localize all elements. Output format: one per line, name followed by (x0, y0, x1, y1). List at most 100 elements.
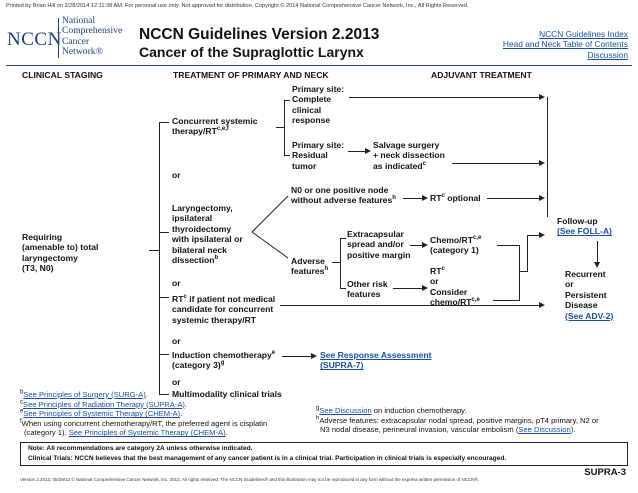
fn-c-link[interactable]: See Principles of Radiation Therapy (SUP… (23, 399, 185, 409)
guidelines-index-link[interactable]: NCCN Guidelines Index (539, 29, 628, 39)
rt-nc-line-1a: RT (172, 294, 184, 304)
logo-word-comprehensive: Comprehensive (62, 25, 123, 37)
recurrent-node: Recurrent or Persistent Disease (See ADV… (565, 269, 613, 321)
chemo-rt-sup: c,e (472, 235, 482, 242)
logo-word-network: Network® (62, 46, 103, 58)
or-label-2: or (172, 278, 181, 288)
recurrent-link[interactable]: (See ADV-2) (565, 310, 614, 321)
or-label-3: or (172, 336, 181, 346)
column-header-staging: CLINICAL STAGING (22, 70, 103, 80)
recurrent-line-3: Persistent (565, 289, 607, 300)
response-assessment-link-block: See Response Assessment (SUPRA-7) (320, 350, 431, 371)
recurrent-line-1: Recurrent (565, 269, 606, 279)
page-subtitle: Cancer of the Supraglottic Larynx (139, 44, 364, 60)
residual-line-3: tumor (292, 160, 317, 171)
response-assessment-page-link[interactable]: (SUPRA-7) (320, 360, 364, 371)
recurrent-line-2: or (565, 279, 574, 290)
concurrent-sup: c,e,f (216, 126, 229, 133)
fn-f-link[interactable]: See Principles of Systemic Therapy (CHEM… (68, 428, 226, 438)
complete-line-2: Complete (292, 94, 332, 105)
fn-f-text2: (category 1). (24, 428, 69, 438)
complete-response-node: Primary site: Complete clinical response (292, 84, 352, 126)
fn-g-link[interactable]: See Discussion (319, 406, 372, 415)
induction-sup2: g (220, 360, 225, 367)
rt-nc-line-2: candidate for concurrent (172, 304, 274, 315)
staging-line-2: (amenable to) total (22, 242, 99, 253)
followup-link[interactable]: (See FOLL-A) (557, 226, 612, 237)
rt-nc-line-1b: if patient not medical (186, 294, 276, 304)
induction-sup1: e (271, 350, 276, 357)
adverse-sup: h (324, 266, 329, 273)
logo-divider (58, 18, 59, 58)
other-risk-node: Other risk features (347, 279, 407, 300)
extracapsular-line-1: Extracapsular (347, 229, 404, 239)
logo-letters: NCCN (7, 29, 62, 50)
laryngectomy-line-1: Laryngectomy, (172, 203, 233, 213)
multimodality-trials-node: Multimodality clinical trials (172, 389, 282, 399)
rt-or-consider-line-3: Consider (430, 286, 468, 297)
arrow-rt-to-followup (539, 302, 545, 308)
note-box: Note: All recommendations are category 2… (20, 442, 628, 466)
n0-line-2: without adverse features (291, 195, 393, 206)
arrow-to-recurrent (594, 262, 600, 268)
discussion-link[interactable]: Discussion (587, 49, 629, 60)
laryngectomy-line-4: with ipsilateral or (172, 234, 243, 245)
fn-g-text: on induction chemotherapy. (371, 406, 467, 415)
fn-b-link[interactable]: See Principles of Surgery (SURG-A) (23, 390, 146, 399)
fn-b-mark: b (20, 389, 24, 396)
page-title: NCCN Guidelines Version 2.2013 (139, 26, 380, 43)
rt-optional-sup: c (441, 193, 445, 200)
other-risk-line-2: features (347, 289, 381, 300)
or-label-1: or (172, 170, 181, 180)
rt-nc-line-3: systemic therapy/RT (172, 314, 257, 325)
recurrent-line-4: Disease (565, 300, 598, 311)
footnotes-left: bSee Principles of Surgery (SURG-A). cSe… (20, 389, 268, 438)
rt-not-candidate-node: RTc if patient not medical candidate for… (172, 294, 297, 325)
fn-f-text: When using concurrent chemotherapy/RT, t… (21, 418, 268, 428)
fn-h-link[interactable]: See Discussion (518, 425, 571, 435)
rt-optional-suffix: optional (444, 193, 481, 203)
residual-line-2: Residual (292, 150, 328, 161)
staging-line-3: laryngectomy (22, 252, 78, 263)
page-number: SUPRA-3 (584, 467, 626, 478)
chemo-rt-line-1: Chemo/RT (430, 235, 473, 245)
fn-e-link[interactable]: See Principles of Systemic Therapy (CHEM… (23, 409, 181, 419)
salvage-line-3: as indicated (373, 160, 423, 171)
rt-optional-node: RTc optional (430, 193, 481, 203)
chemo-rt-node: Chemo/RTc,e (category 1) (430, 235, 500, 256)
laryngectomy-line-6: dissection (172, 255, 215, 266)
staging-line-4: (T3, N0) (22, 263, 54, 274)
followup-node: Follow-up (See FOLL-A) (557, 216, 612, 237)
fn-e-mark: e (20, 408, 24, 415)
salvage-sup: c (422, 160, 427, 167)
arrow-to-response-assessment (311, 353, 317, 359)
fn-h-text2: N3 nodal disease, perineural invasion, v… (320, 425, 519, 435)
fn-h-text: Adverse features: extracapsular nodal sp… (319, 415, 599, 425)
n0-line-1: N0 or one positive node (291, 185, 389, 195)
rt-or-consider-line-1: RT (430, 266, 442, 276)
note-line-1: Note: All recommendations are category 2… (28, 445, 253, 452)
other-risk-line-1: Other risk (347, 279, 388, 289)
induction-line-1: Induction chemotherapy (172, 350, 272, 360)
response-assessment-link[interactable]: See Response Assessment (320, 350, 432, 360)
laryngectomy-sup: b (214, 255, 219, 262)
followup-label: Follow-up (557, 216, 598, 226)
concurrent-line-2: therapy/RT (172, 126, 217, 137)
staging-box: Requiring (amenable to) total laryngecto… (22, 232, 157, 274)
arrow-to-salvage (365, 148, 371, 154)
footnotes-right: gSee Discussion on induction chemotherap… (316, 405, 599, 435)
induction-node: Induction chemotherapye (category 3)g (172, 350, 312, 371)
toc-link[interactable]: Head and Neck Table of Contents (502, 39, 628, 50)
logo-word-national: National (62, 15, 96, 26)
concurrent-line-1: Concurrent systemic (172, 116, 258, 126)
arrow-rt-optional-to-followup (539, 195, 545, 201)
arrow-to-chemo-rt (422, 242, 428, 248)
fn-g-mark: g (316, 405, 320, 412)
rt-or-consider-sup1: c (441, 266, 445, 273)
rt-or-consider-sup2: c,e (471, 297, 480, 304)
concurrent-therapy-node: Concurrent systemic therapy/RTc,e,f (172, 116, 278, 137)
complete-line-4: response (292, 115, 331, 126)
fn-h-mark: h (316, 415, 320, 422)
or-label-4: or (172, 377, 181, 387)
